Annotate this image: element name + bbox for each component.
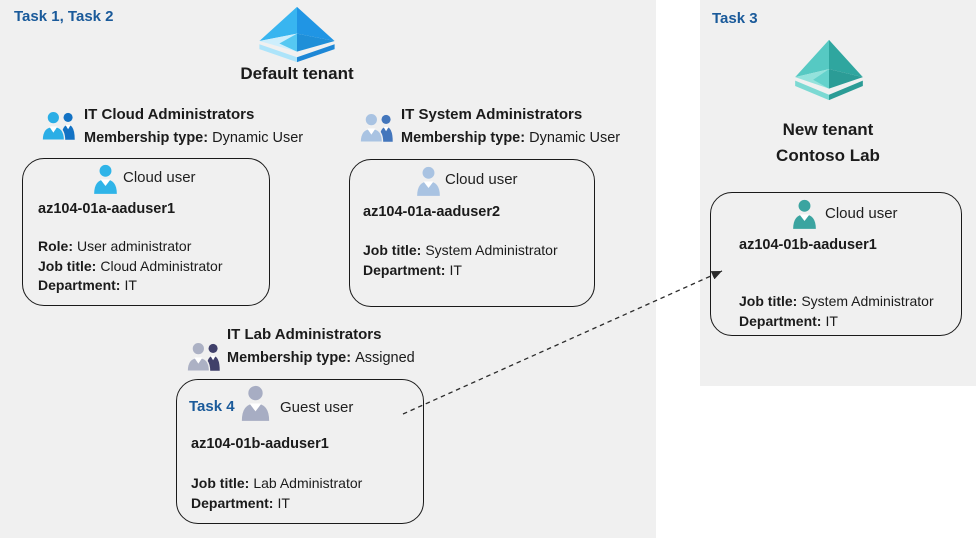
cloud-user-icon: [417, 166, 440, 196]
user-attributes: Job title:System Administrator Departmen…: [739, 292, 934, 331]
user-card-aaduser1: Cloud user az104-01a-aaduser1 Role:User …: [22, 158, 270, 306]
azure-ad-tenant-teal-icon: [795, 39, 863, 101]
user-type-label: Cloud user: [825, 205, 898, 222]
group-people-icon: [359, 112, 393, 143]
default-tenant-panel: [0, 0, 656, 538]
attr-job-title: Job title:Cloud Administrator: [38, 257, 223, 274]
task-3-label: Task 3: [712, 10, 758, 27]
azure-ad-tenant-blue-icon: [259, 6, 335, 63]
user-name: az104-01a-aaduser2: [363, 204, 501, 220]
new-tenant-title-line1: New tenant: [782, 120, 874, 139]
cloud-user-icon: [94, 164, 117, 194]
attr-role: Role:User administrator: [38, 238, 192, 254]
user-attributes: Job title:Lab Administrator Department:I…: [191, 474, 362, 513]
new-tenant-user-card: Cloud user az104-01b-aaduser1 Job title:…: [710, 192, 962, 336]
membership-type-label: Membership type:: [227, 350, 352, 366]
attr-department: Department:IT: [363, 261, 462, 278]
default-tenant-title: Default tenant: [240, 64, 354, 83]
group-people-icon: [41, 110, 75, 141]
new-tenant-title-line2: Contoso Lab: [776, 146, 880, 165]
group-name-lab-admins: IT Lab Administrators: [227, 326, 382, 343]
user-type-label: Guest user: [280, 399, 354, 416]
attr-department: Department:IT: [38, 277, 137, 293]
user-attributes: Role:User administrator Job title:Cloud …: [38, 237, 223, 296]
attr-department: Department:IT: [191, 494, 290, 511]
membership-type-label: Membership type:: [401, 130, 526, 146]
guest-user-icon: [241, 385, 270, 421]
group-people-icon: [186, 341, 220, 372]
group-membership-lab-admins: Membership type:Assigned: [227, 350, 415, 366]
user-card-aaduser2: Cloud user az104-01a-aaduser2 Job title:…: [349, 159, 595, 307]
membership-type-value: Dynamic User: [529, 130, 621, 146]
attr-job-title: Job title:Lab Administrator: [191, 475, 363, 491]
user-name: az104-01b-aaduser1: [191, 436, 329, 452]
membership-type-label: Membership type:: [84, 130, 209, 146]
membership-type-value: Dynamic User: [212, 130, 304, 146]
attr-department: Department:IT: [739, 312, 838, 329]
user-type-label: Cloud user: [123, 169, 196, 186]
group-membership-cloud-admins: Membership type:Dynamic User: [84, 130, 303, 146]
membership-type-value: Assigned: [355, 350, 415, 366]
attr-job-title: Job title:System Administrator: [739, 293, 934, 309]
attr-job-title: Job title:System Administrator: [363, 242, 558, 258]
user-name: az104-01a-aaduser1: [38, 201, 176, 217]
user-type-label: Cloud user: [445, 171, 518, 188]
task-4-label: Task 4: [189, 398, 235, 415]
user-attributes: Job title:System Administrator Departmen…: [363, 241, 558, 280]
task-1-2-label: Task 1, Task 2: [14, 8, 114, 25]
group-name-system-admins: IT System Administrators: [401, 106, 583, 123]
user-name: az104-01b-aaduser1: [739, 237, 877, 253]
group-name-cloud-admins: IT Cloud Administrators: [84, 106, 255, 123]
guest-user-card: Task 4 Guest user az104-01b-aaduser1 Job…: [176, 379, 424, 524]
group-membership-system-admins: Membership type:Dynamic User: [401, 130, 620, 146]
cloud-user-icon: [793, 199, 816, 229]
